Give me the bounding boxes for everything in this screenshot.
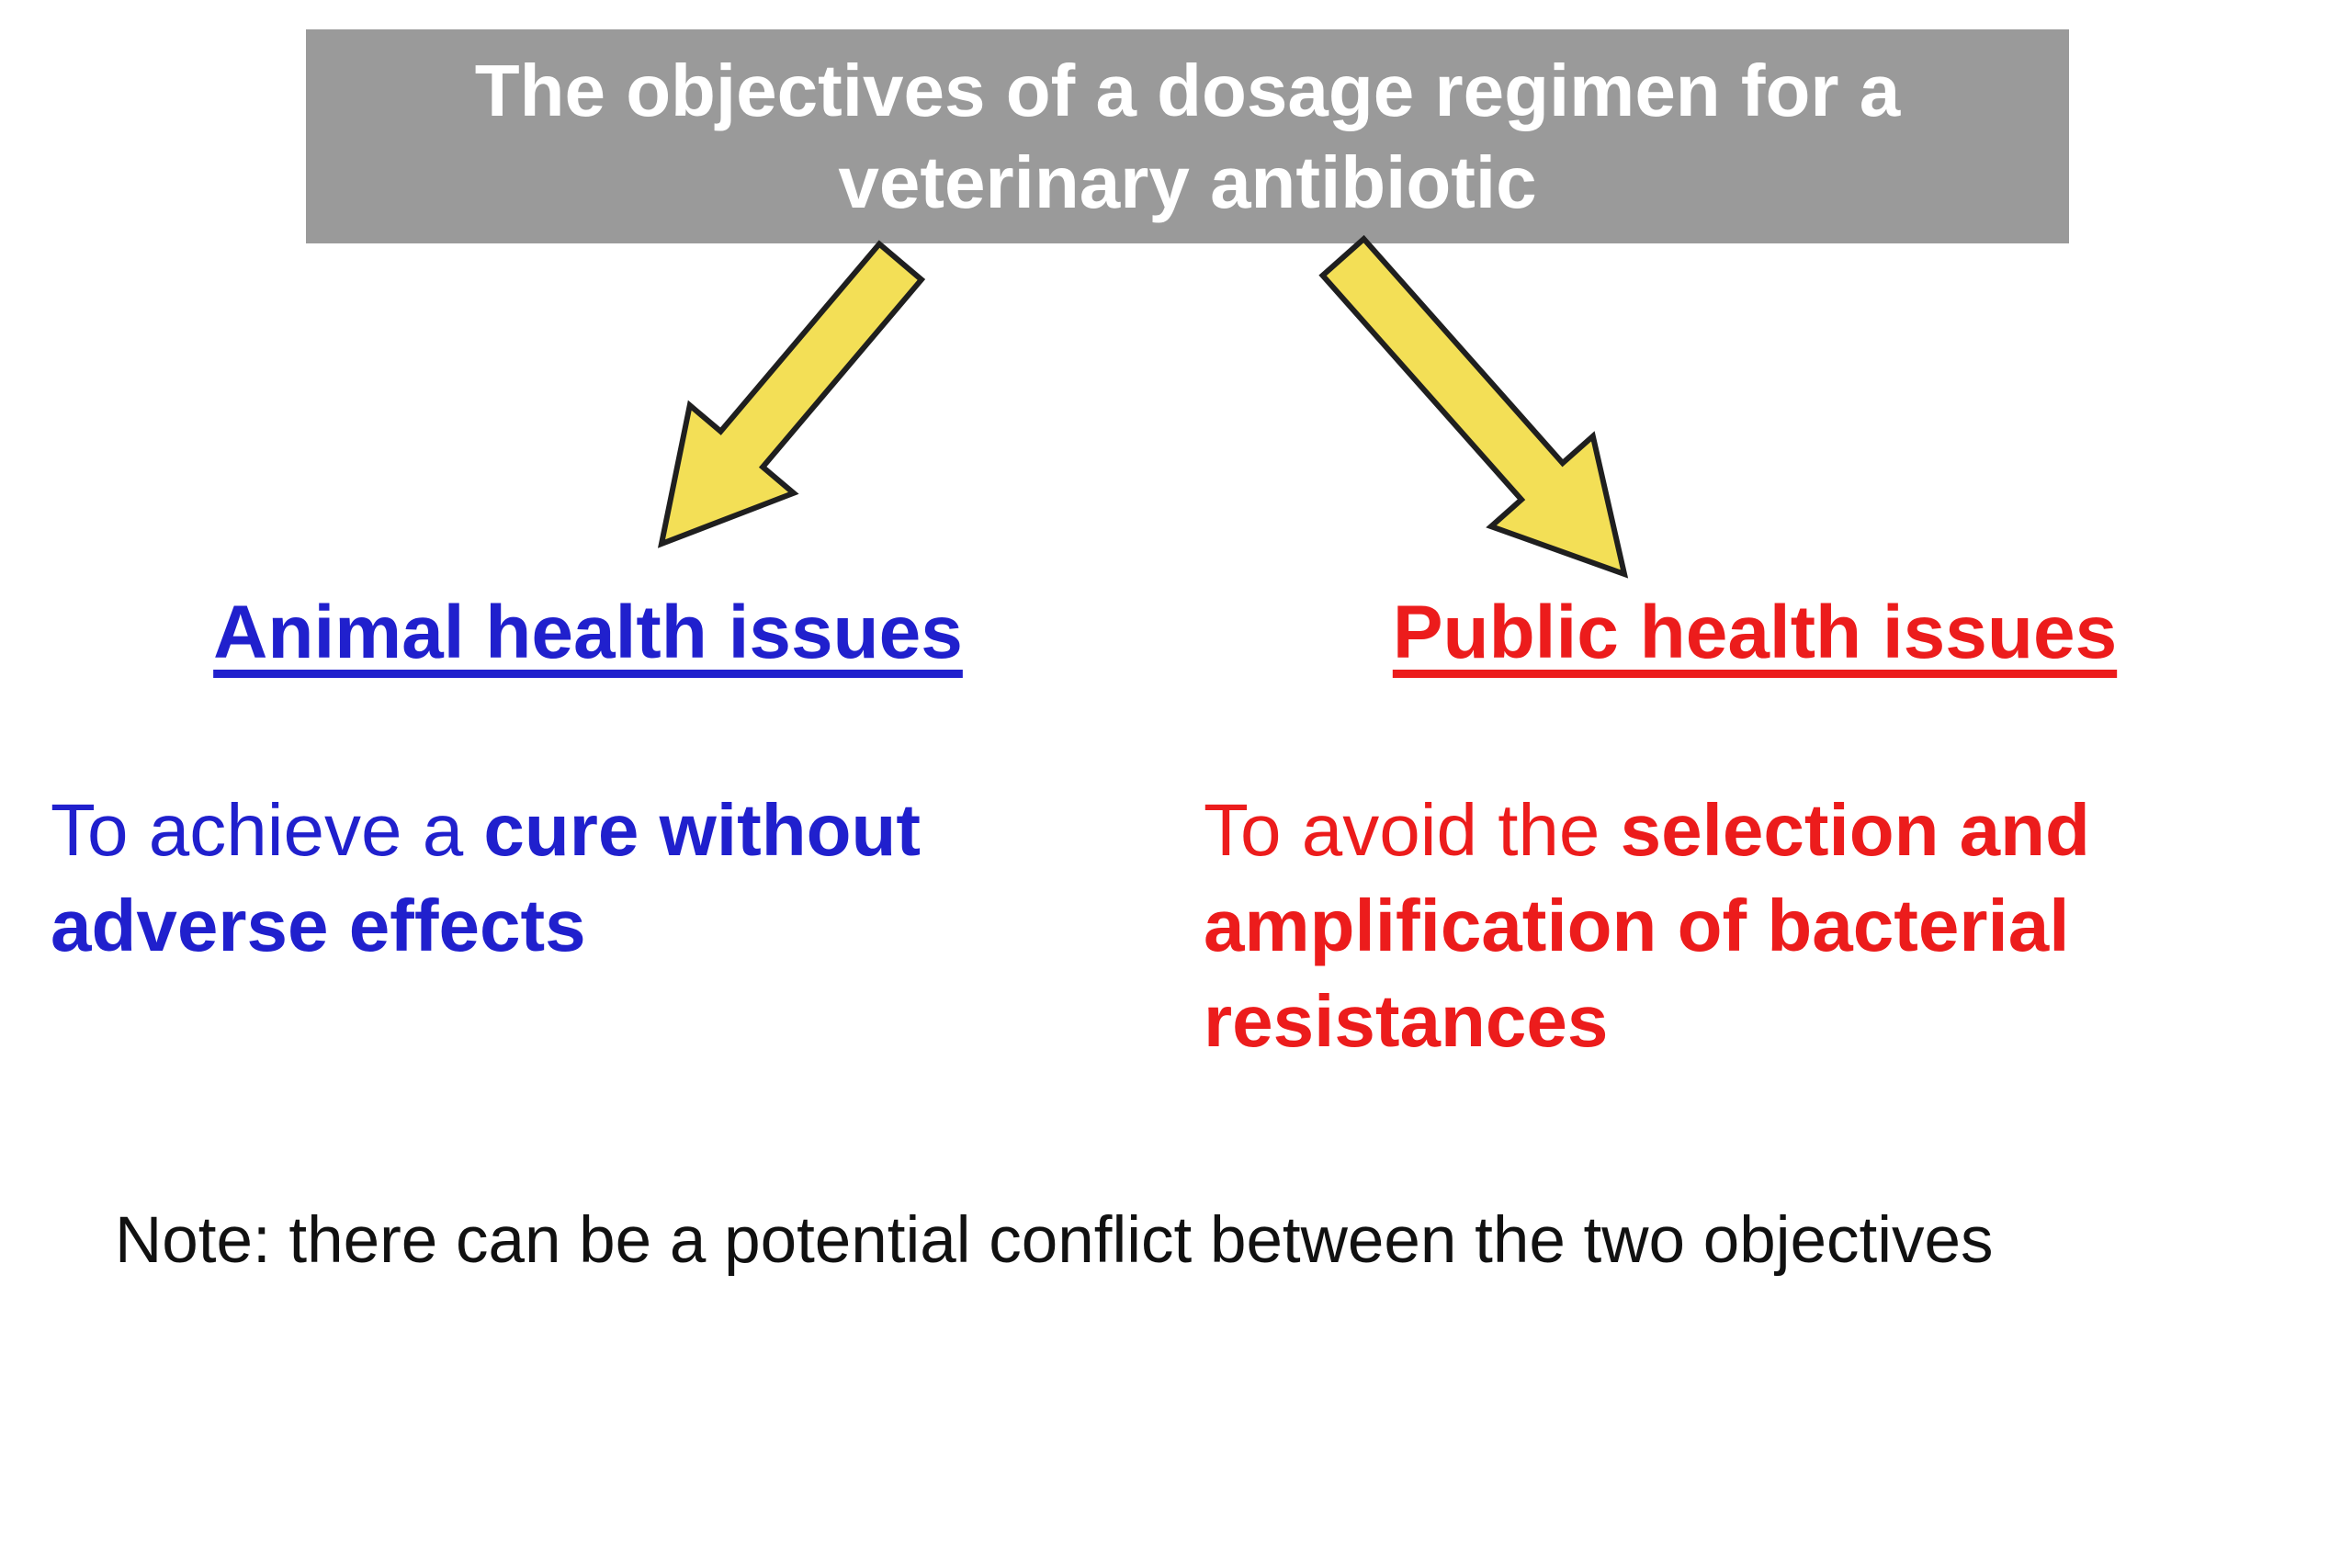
public-health-heading: Public health issues <box>1250 588 2260 678</box>
animal-body-bold-run: cure without adverse effects <box>51 789 921 966</box>
animal-body-normal-run: To achieve a <box>51 789 484 871</box>
public-health-body: To avoid the selection and amplification… <box>1204 783 2352 1069</box>
footnote: Note: there can be a potential conflict … <box>115 1204 1994 1277</box>
public-body-normal-run: To avoid the <box>1204 789 1621 871</box>
arrow-down-right-icon <box>1318 234 1629 579</box>
title-box: The objectives of a dosage regimen for a… <box>306 29 2069 243</box>
public-body-bold-run: selection and amplification of bacterial… <box>1204 789 2090 1062</box>
animal-health-heading: Animal health issues <box>83 588 1093 678</box>
arrow-down-left-icon <box>657 240 926 548</box>
slide-title: The objectives of a dosage regimen for a… <box>474 49 1901 223</box>
animal-health-heading-text: Animal health issues <box>213 591 963 674</box>
animal-health-body: To achieve a cure without adverse effect… <box>51 783 1208 974</box>
public-health-heading-text: Public health issues <box>1392 591 2118 674</box>
